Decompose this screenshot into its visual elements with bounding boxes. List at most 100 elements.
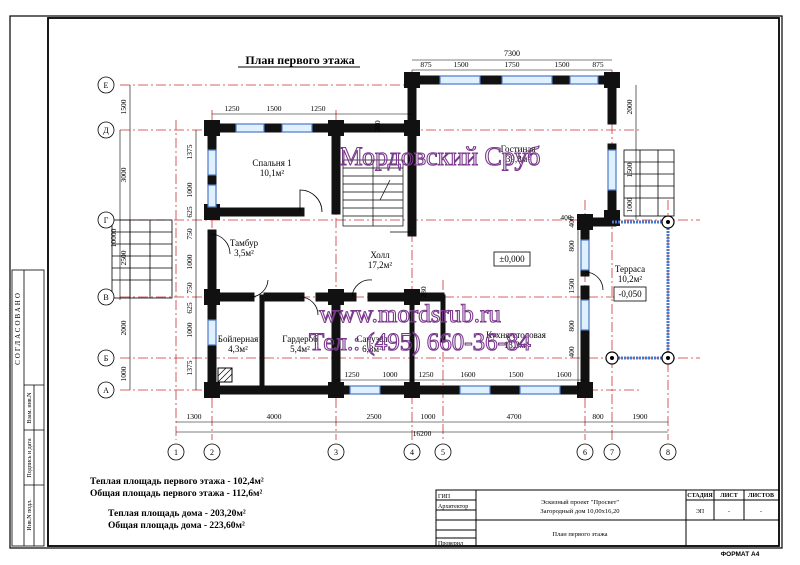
axis-row-2: Д [103, 126, 109, 135]
room-name-kitchen: Кухня-столовая [486, 330, 546, 340]
dim-right-6: 1500 [567, 278, 576, 293]
room-area-boiler: 4,3м² [228, 344, 248, 354]
dim-in-left-7: 625 [185, 302, 194, 314]
terrace-railing [605, 215, 675, 365]
dim-right-1: 2000 [625, 99, 634, 114]
room-area-living: 39,8м² [506, 154, 530, 164]
room-name-bedroom: Спальня 1 [252, 158, 291, 168]
axis-col-2: 2 [210, 448, 214, 457]
room-area-terrace: 10,2м² [618, 274, 642, 284]
dim-in-2: 1000 [383, 370, 398, 379]
area-notes: Теплая площадь первого этажа - 102,4м² О… [90, 477, 264, 531]
dim-total-width: 16200 [413, 429, 432, 438]
dim-top-3: 1750 [505, 60, 520, 69]
dim-bot-3: 2500 [367, 412, 382, 421]
area-note-3: Теплая площадь дома - 203,20м² [108, 509, 246, 519]
watermark-phone: Тел.: (495) 660-36-84 [309, 329, 531, 356]
axis-col-7: 7 [610, 448, 614, 457]
axis-row-4: В [103, 293, 108, 302]
dim-bot-1: 1300 [187, 412, 202, 421]
axis-row-1: Е [104, 81, 109, 90]
tb-header-stage: СТАДИЯ [687, 493, 713, 499]
dim-misc-1: 280 [373, 120, 382, 132]
tb-sheet-name: План первого этажа [552, 531, 607, 538]
room-area-bedroom: 10,1м² [260, 168, 284, 178]
room-area-kitchen: 13,3м² [504, 340, 528, 350]
area-note-1: Теплая площадь первого этажа - 102,4м² [90, 477, 264, 487]
tb-role-1: ГИП [438, 494, 451, 500]
dim-left-3: 2500 [119, 250, 128, 265]
dim-top-total: 7300 [504, 49, 520, 58]
dim-bot-5: 4700 [507, 412, 522, 421]
room-labels: Спальня 1 10,1м² Гостиная 39,8м² Тамбур … [218, 144, 645, 354]
sheet-format: ФОРМАТ А4 [721, 551, 760, 558]
dim-bot-6: 800 [592, 412, 604, 421]
dim-bot-7: 1900 [633, 412, 648, 421]
tb-value-sheet: - [728, 509, 730, 515]
dim-in-left-3: 625 [185, 206, 194, 218]
dim-in-left-9: 1375 [185, 360, 194, 375]
axis-col-6: 6 [583, 448, 587, 457]
area-note-4: Общая площадь дома - 223,60м² [108, 520, 245, 531]
axis-row-6: А [103, 386, 109, 395]
internal-stair [342, 159, 404, 227]
title-block [435, 489, 780, 547]
axis-col-4: 4 [410, 448, 414, 457]
level-terrace: -0,050 [618, 289, 642, 299]
tb-header-sheets: ЛИСТОВ [748, 493, 774, 499]
dim-in-4: 1600 [461, 370, 476, 379]
side-stamp [11, 269, 45, 547]
watermark: Мордовский Сруб www.mordsrub.ru Тел.: (4… [309, 141, 541, 356]
tb-project-sub: Загородный дом 10,00х16,20 [540, 508, 619, 515]
stamp-col-3: Инв.N подл. [27, 499, 33, 531]
dim-in-6: 1600 [557, 370, 572, 379]
column-axis-bubbles [167, 443, 677, 461]
drawing-frame [47, 17, 780, 547]
dim-in-left-5: 1000 [185, 254, 194, 269]
dim-bed-1: 1250 [225, 104, 240, 113]
stamp-label: СОГЛАСОВАНО [14, 291, 22, 365]
dim-left-2: 3000 [119, 167, 128, 182]
tb-value-stage: ЭП [696, 509, 705, 515]
axis-col-5: 5 [441, 448, 445, 457]
room-name-hall: Холл [370, 250, 390, 260]
stamp-col-1: Взам. инв.N [27, 392, 33, 424]
tb-header-sheet: ЛИСТ [720, 493, 737, 499]
dim-misc-3: 400 [560, 213, 572, 222]
watermark-site: www.mordsrub.ru [319, 301, 501, 328]
windows [207, 75, 617, 395]
tb-value-sheets: - [760, 509, 762, 515]
dim-bed-3: 1250 [311, 104, 326, 113]
room-name-living: Гостиная [501, 144, 536, 154]
dim-in-left-1: 1375 [185, 144, 194, 159]
dim-left-1: 1500 [119, 99, 128, 114]
room-name-terrace: Терраса [615, 264, 645, 274]
dim-misc-2: 280 [419, 286, 428, 298]
room-name-vestibule: Тамбур [230, 238, 259, 248]
dim-in-3: 1250 [419, 370, 434, 379]
dim-bot-4: 1000 [421, 412, 436, 421]
watermark-name: Мордовский Сруб [340, 142, 541, 171]
dim-top-2: 1500 [454, 60, 469, 69]
terrace-stair [623, 149, 675, 217]
tb-role-2: Архитектор [438, 504, 468, 510]
dim-top-4: 1500 [555, 60, 570, 69]
dim-top-5: 875 [592, 60, 604, 69]
room-name-wardrobe: Гардероб [282, 334, 318, 344]
axis-row-5: Б [104, 354, 109, 363]
plan-title: План первого этажа [245, 53, 354, 67]
room-area-vestibule: 3,5м² [234, 248, 254, 258]
room-name-boiler: Бойлерная [218, 334, 258, 344]
room-area-wardrobe: 5,4м² [290, 344, 310, 354]
axis-row-3: Г [104, 216, 109, 225]
dim-bed-2: 1500 [267, 104, 282, 113]
dim-right-3: 1000 [625, 197, 634, 212]
log-corners [204, 72, 620, 398]
tb-role-3: Проверил [438, 541, 463, 547]
dim-in-5: 1500 [509, 370, 524, 379]
dim-in-left-4: 750 [185, 228, 194, 240]
room-area-hall: 17,2м² [368, 260, 392, 270]
axis-col-3: 3 [334, 448, 338, 457]
tb-project: Эскизный проект "Просвет" [541, 499, 619, 506]
